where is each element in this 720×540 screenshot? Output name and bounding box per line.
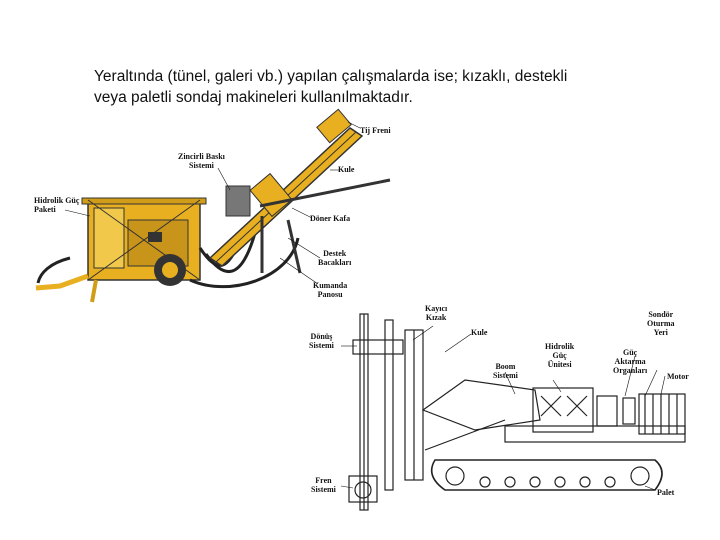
label-guc-line2: Aktarma: [614, 357, 646, 366]
label-kumanda-panosu: Kumanda Panosu: [313, 281, 347, 299]
intro-line-1: Yeraltında (tünel, galeri vb.) yapılan ç…: [94, 68, 568, 85]
label-kule-2: Kule: [471, 328, 488, 337]
label-sondor-oturma-yeri: Sondör Oturma Yeri: [647, 310, 675, 337]
label-hidrolik-guc-line1: Hidrolik Güç: [34, 196, 80, 205]
label-sondor-line3: Yeri: [653, 328, 668, 337]
drill-tower: [208, 108, 391, 274]
crawler-drill-rig-figure: Kayıcı Kızak Kule Sondör Oturma Yeri Dön…: [305, 300, 700, 540]
label-zincirli-baski-line2: Sistemi: [189, 161, 214, 170]
crawler-rig-lines: [348, 313, 686, 511]
leader-lines: [64, 121, 361, 285]
label-boom-line2: Sistemi: [493, 371, 518, 380]
label-hidrolik-guc: Hidrolik Güç Paketi: [34, 196, 79, 214]
label-fren-sistemi: Fren Sistemi: [311, 476, 336, 494]
label-guc-aktarma-organlari: Güç Aktarma Organları: [613, 348, 647, 375]
label-boom-line1: Boom: [495, 362, 516, 371]
supported-drill-rig-figure: Tij Freni Zincirli Baskı Sistemi Kule Hi…: [30, 108, 400, 308]
crawler-drill-rig-drawing: [340, 313, 686, 511]
label-guc-line1: Güç: [622, 348, 638, 357]
label-sondor-line1: Sondör: [648, 310, 674, 319]
label-guc-line3: Organları: [613, 366, 648, 375]
hydraulic-power-pack: [35, 197, 207, 303]
intro-line-2: veya paletli sondaj makineleri kullanılm…: [94, 89, 413, 106]
label-destek-bacaklari: Destek Bacakları: [318, 249, 351, 267]
label-hidrolik-guc-unitesi: Hidrolik Güç Ünitesi: [545, 342, 574, 369]
label-kayici-kizak: Kayıcı Kızak: [425, 304, 447, 322]
label-donus-line2: Sistemi: [309, 341, 334, 350]
label-tij-freni: Tij Freni: [360, 126, 391, 135]
label-hidrolik-line3: Ünitesi: [547, 360, 572, 369]
label-donus-line1: Dönüş: [310, 332, 333, 341]
label-kumanda-line2: Panosu: [317, 290, 343, 299]
label-boom-sistemi: Boom Sistemi: [493, 362, 518, 380]
label-sondor-line2: Oturma: [647, 319, 675, 328]
label-kayici-line1: Kayıcı: [425, 304, 448, 313]
supported-drill-rig-drawing: [35, 108, 391, 303]
intro-paragraph: Yeraltında (tünel, galeri vb.) yapılan ç…: [94, 66, 624, 108]
label-motor: Motor: [667, 372, 689, 381]
label-doner-kafa: Döner Kafa: [310, 214, 351, 223]
label-hidrolik-line1: Hidrolik: [545, 342, 575, 351]
label-fren-line1: Fren: [315, 476, 332, 485]
label-kumanda-line1: Kumanda: [313, 281, 348, 290]
crawler-leader-lines: [340, 325, 666, 491]
label-zincirli-baski-line1: Zincirli Baskı: [178, 152, 225, 161]
label-hidrolik-line2: Güç: [552, 351, 567, 360]
label-destek-line1: Destek: [323, 249, 347, 258]
label-kayici-line2: Kızak: [425, 313, 447, 322]
label-zincirli-baski: Zincirli Baskı Sistemi: [178, 152, 225, 170]
label-kule: Kule: [338, 165, 355, 174]
label-donus-sistemi: Dönüş Sistemi: [309, 332, 334, 350]
label-fren-line2: Sistemi: [311, 485, 336, 494]
label-hidrolik-guc-line2: Paketi: [34, 205, 56, 214]
label-palet: Palet: [657, 488, 675, 497]
label-destek-line2: Bacakları: [318, 258, 352, 267]
